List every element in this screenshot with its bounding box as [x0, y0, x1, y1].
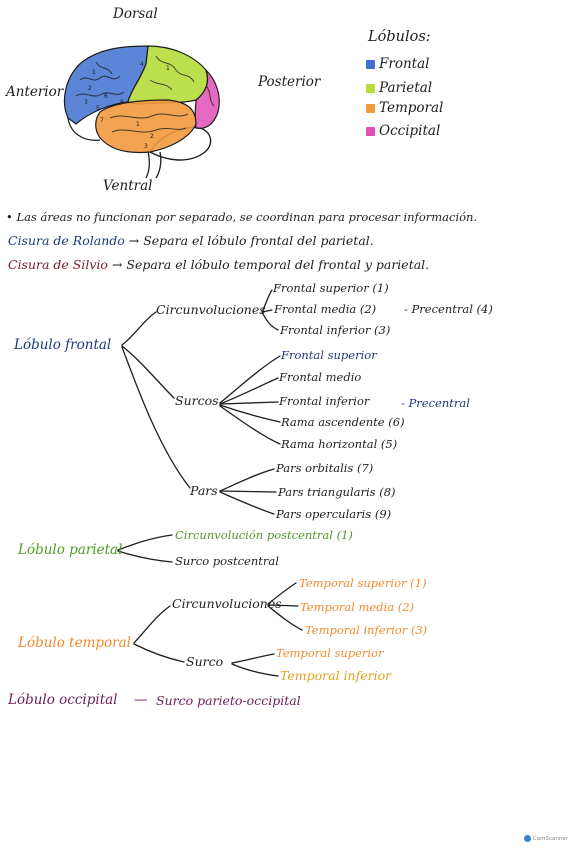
legend-label: Parietal: [379, 80, 433, 96]
occipital-lobe-region: [194, 69, 220, 129]
note-bullet: • Las áreas no funcionan por separado, s…: [6, 210, 478, 224]
occipital-dash: —: [134, 692, 148, 708]
frontal-circ-note: - Precentral (4): [404, 302, 493, 316]
svg-text:6: 6: [104, 93, 108, 100]
legend-title: Lóbulos:: [368, 29, 431, 45]
legend-label: Frontal: [379, 56, 430, 72]
legend-label: Temporal: [379, 100, 444, 116]
silvio-definition: → Separa el lóbulo temporal del frontal …: [111, 257, 430, 272]
frontal-circ-item: Frontal inferior (3): [280, 323, 391, 337]
camscanner-watermark: CamScanner: [523, 835, 568, 842]
temporal-lobe-region: [95, 99, 197, 154]
brain-numbers: 123 465 781 123: [84, 61, 170, 150]
temporal-swatch: [366, 103, 375, 113]
rolando-term: Cisura de Rolando: [8, 233, 125, 248]
parietal-lobe-region: [127, 45, 209, 105]
temporal-surco-item: Temporal superior: [276, 646, 384, 660]
svg-text:1: 1: [166, 65, 170, 72]
frontal-base: [67, 117, 101, 141]
frontal-surco-item: Frontal inferior: [279, 394, 370, 408]
rolando-definition: → Separa el lóbulo frontal del parietal.: [128, 233, 374, 248]
camscanner-label: CamScanner: [532, 835, 568, 842]
label-dorsal: Dorsal: [113, 6, 158, 22]
label-anterior: Anterior: [6, 84, 64, 100]
parietal-item: Surco postcentral: [175, 554, 279, 568]
temporal-circ-label: Circunvoluciones: [172, 596, 282, 611]
frontal-surco-item: Frontal medio: [279, 370, 362, 384]
silvio-term: Cisura de Silvio: [8, 257, 108, 272]
frontal-pars-label: Pars: [190, 483, 218, 498]
frontal-surcos-note: - Precentral: [401, 396, 470, 410]
frontal-surco-item: Frontal superior: [281, 348, 377, 362]
svg-text:4: 4: [140, 61, 144, 68]
svg-text:5: 5: [96, 105, 100, 112]
parietal-swatch: [366, 83, 375, 93]
gyri-lines: [75, 55, 215, 133]
camscanner-logo-icon: [523, 835, 531, 842]
note-silvio: Cisura de Silvio → Separa el lóbulo temp…: [8, 257, 430, 272]
frontal-pars-item: Pars opercularis (9): [276, 507, 392, 521]
label-ventral: Ventral: [103, 178, 153, 194]
frontal-circ-item: Frontal media (2): [274, 302, 377, 316]
occipital-item: Surco parieto-occipital: [156, 693, 301, 708]
parietal-item: Circunvolución postcentral (1): [175, 528, 353, 542]
occipital-title: Lóbulo occipital: [8, 692, 118, 708]
svg-text:7: 7: [100, 117, 104, 124]
cerebellum: [149, 126, 212, 161]
temporal-title: Lóbulo temporal: [18, 635, 131, 651]
temporal-circ-item: Temporal inferior (3): [305, 623, 428, 637]
frontal-circ-label: Circunvoluciones: [156, 302, 266, 317]
frontal-swatch: [366, 59, 375, 69]
frontal-surcos-label: Surcos: [175, 393, 219, 408]
label-posterior: Posterior: [258, 74, 321, 90]
note-rolando: Cisura de Rolando → Separa el lóbulo fro…: [8, 233, 374, 248]
temporal-circ-item: Temporal superior (1): [299, 576, 427, 590]
frontal-lobe-region: [63, 45, 149, 125]
svg-text:1: 1: [92, 69, 96, 76]
frontal-pars-item: Pars triangularis (8): [278, 485, 396, 499]
brainstem: [145, 149, 162, 179]
svg-text:2: 2: [150, 133, 154, 140]
frontal-surco-item: Rama horizontal (5): [281, 437, 398, 451]
legend-label: Occipital: [379, 123, 441, 139]
svg-text:1: 1: [136, 121, 140, 128]
svg-text:3: 3: [144, 143, 148, 150]
temporal-surco-item: Temporal inferior: [280, 668, 392, 683]
frontal-surco-item: Rama ascendente (6): [281, 415, 405, 429]
frontal-pars-item: Pars orbitalis (7): [276, 461, 374, 475]
temporal-circ-item: Temporal media (2): [300, 600, 415, 614]
legend-item-frontal: Frontal: [366, 56, 429, 72]
svg-text:8: 8: [120, 99, 124, 106]
frontal-title: Lóbulo frontal: [14, 337, 112, 353]
svg-text:2: 2: [88, 85, 92, 92]
legend-item-parietal: Parietal: [366, 80, 432, 96]
occipital-swatch: [366, 126, 375, 136]
parietal-title: Lóbulo parietal: [18, 542, 123, 558]
legend-item-occipital: Occipital: [366, 123, 440, 139]
svg-text:3: 3: [84, 99, 88, 106]
frontal-circ-item: Frontal superior (1): [273, 281, 389, 295]
temporal-surco-label: Surco: [186, 654, 224, 669]
legend-item-temporal: Temporal: [366, 100, 443, 116]
